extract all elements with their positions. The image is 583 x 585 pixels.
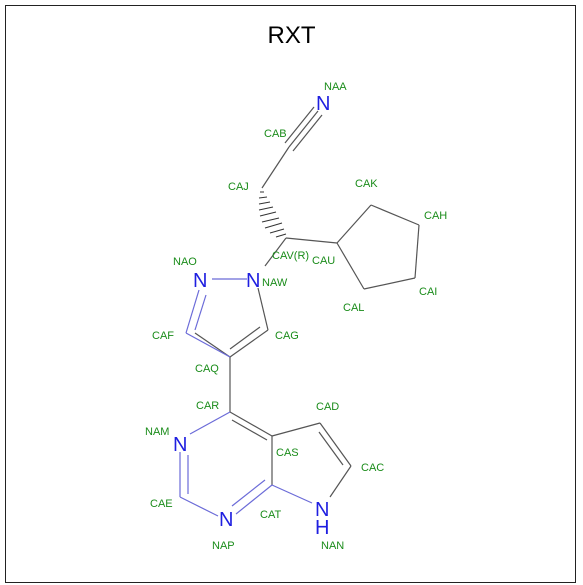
atom-label-cac: CAC [361,462,384,474]
bond-naw-cag [257,287,269,331]
bond-cad-cac-inner [318,431,344,466]
atom-label-naw: NAW [262,277,288,289]
atom-label-caj: CAJ [228,181,249,193]
bond-car-nam [189,411,231,435]
atom-label-nam: NAM [145,426,169,438]
atom-symbol-nap: N [219,509,233,531]
stereo-hash-wedge [258,191,287,238]
bond-nap-cat-inner [231,479,266,507]
atom-label-cav: CAV(R) [272,250,309,262]
bond-car-cas [229,411,273,437]
bond-cat-nan [271,484,313,504]
bond-car-cas-inner [231,419,268,441]
bond-cab-caj [261,146,290,189]
atom-label-cas: CAS [276,447,299,459]
bond-cal-cau [336,242,365,290]
atom-symbol-nao: N [193,270,207,292]
bond-nitrile-2 [292,114,323,152]
atom-label-nan: NAN [321,540,344,552]
atom-label-cau: CAU [312,255,335,267]
atom-symbol-nan-h: H [315,517,329,539]
bond-cav-cau [285,237,338,244]
atom-label-naa: NAA [324,81,347,93]
bond-cag-caq-inner [229,326,261,350]
bond-cai-cal [363,277,416,290]
bond-cak-cah [370,204,420,226]
atom-label-cag: CAG [275,330,299,342]
atom-symbol-nan: N [315,499,329,521]
atom-label-cah: CAH [424,210,447,222]
bond-cad-cac [319,422,352,467]
diagram-frame [5,5,576,583]
atom-label-cak: CAK [355,178,378,190]
bond-caq-caf [194,332,231,358]
molecule-title: RXT [267,22,316,49]
bond-cah-cai [414,224,420,279]
bond-cag-caq [229,329,269,358]
atom-label-nap: NAP [212,540,235,552]
bond-nitrile-3 [284,106,315,144]
bonds [194,106,420,498]
atom-label-cai: CAI [419,286,437,298]
atom-symbol-nam: N [173,434,187,456]
bond-nao-caf-inner [194,294,207,331]
bond-caf-caq-fix [185,332,231,358]
atom-label-cab: CAB [264,128,287,140]
bond-cav-naw [264,237,287,267]
atom-label-cat: CAT [260,509,281,521]
atom-label-nao: NAO [173,256,197,268]
atom-label-cad: CAD [316,401,339,413]
atom-symbol-naa: N [316,93,330,115]
atom-label-cal: CAL [343,302,364,314]
atom-label-car: CAR [196,400,219,412]
bond-cas-cad [271,422,321,437]
atom-label-caq: CAQ [195,363,219,375]
bond-nitrile-1 [288,110,319,148]
bond-cae-nap [179,496,219,517]
nitrogen-bonds [179,278,313,517]
bond-cau-cak [336,204,372,244]
atom-symbol-naw: N [246,270,260,292]
atom-label-cae: CAE [150,498,173,510]
bond-nap-cat [235,484,273,515]
atom-label-caf: CAF [152,330,174,342]
bond-cac-nan [329,465,352,498]
bond-nao-caf [185,289,200,334]
